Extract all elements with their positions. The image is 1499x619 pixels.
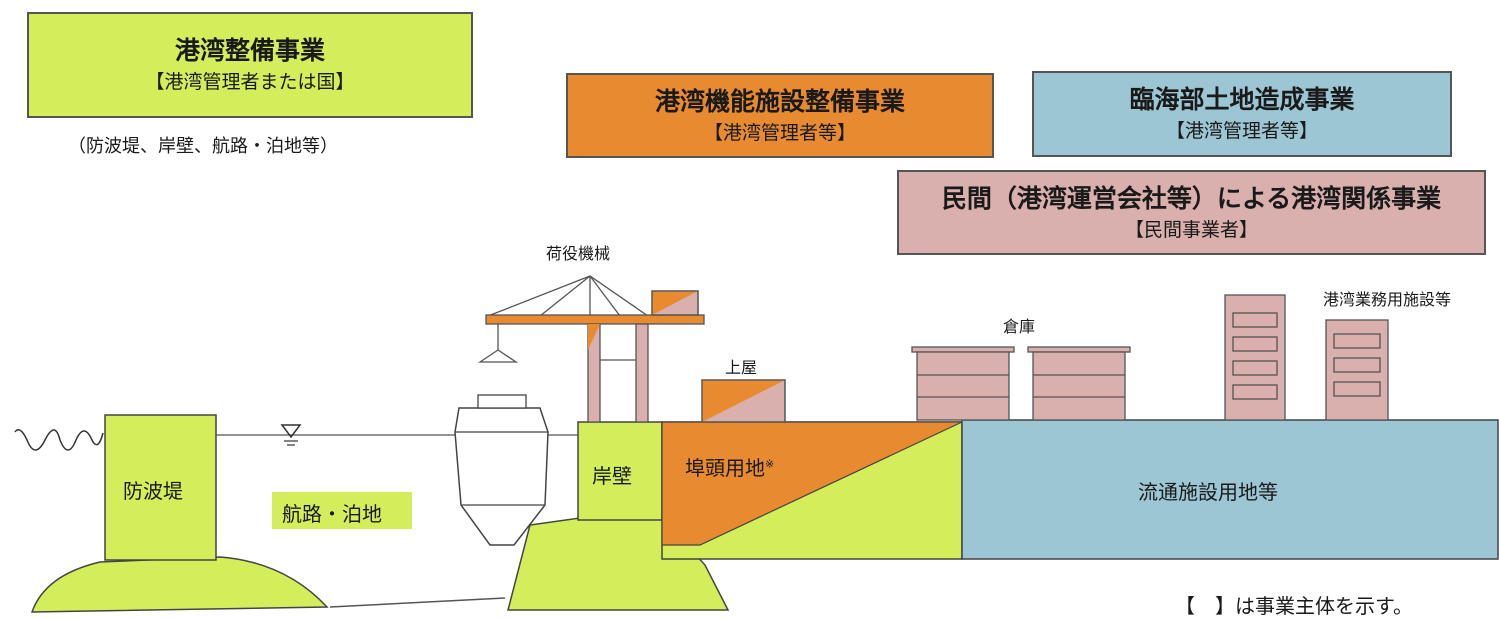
channel-label: 航路・泊地	[282, 502, 382, 526]
port-function-title: 港湾機能施設整備事業	[654, 86, 905, 116]
shed-label: 上屋	[725, 358, 758, 377]
breakwater-label: 防波堤	[123, 479, 183, 503]
seabed-line	[329, 597, 506, 608]
coastal-land-title: 臨海部土地造成事業	[1129, 85, 1355, 114]
wharf-land-label: 埠頭用地※	[685, 452, 774, 481]
port-function-box: 港湾機能施設整備事業 【港湾管理者等】	[566, 73, 994, 158]
port-development-box: 港湾整備事業 【港湾管理者または国】	[27, 12, 473, 118]
private-box: 民間（港湾運営会社等）による港湾関係事業 【民間事業者】	[897, 170, 1486, 255]
coastal-land-subtitle: 【港湾管理者等】	[1165, 120, 1318, 142]
port-office-tall	[1224, 294, 1286, 421]
distribution-land	[961, 419, 1499, 560]
ship-deck	[477, 394, 527, 409]
port-development-note: （防波堤、岸壁、航路・泊地等）	[68, 136, 338, 157]
legend-note: 【 】は事業主体を示す。	[1175, 594, 1413, 618]
port-development-title: 港湾整備事業	[174, 36, 325, 65]
channel-box	[272, 492, 412, 529]
warehouse-1	[911, 346, 1015, 421]
crane	[477, 275, 705, 423]
port-office-short	[1325, 319, 1389, 421]
cargo-machinery-label: 荷役機械	[546, 244, 611, 263]
private-subtitle: 【民間事業者】	[1124, 218, 1258, 241]
wave-icon	[14, 429, 104, 451]
quay-label: 岸壁	[592, 464, 632, 488]
breakwater-block	[104, 414, 217, 561]
wharf-land-mark: ※	[765, 457, 775, 471]
private-title: 民間（港湾運営会社等）による港湾関係事業	[941, 183, 1442, 213]
port-office-label: 港湾業務用施設等	[1323, 290, 1452, 309]
warehouse-2	[1027, 346, 1131, 421]
water-level-icon	[280, 424, 302, 439]
warehouse-label: 倉庫	[1003, 317, 1036, 336]
quay-block	[577, 421, 663, 521]
coastal-land-box: 臨海部土地造成事業 【港湾管理者等】	[1032, 71, 1452, 157]
port-function-subtitle: 【港湾管理者等】	[703, 121, 856, 144]
wharf-land-upper	[661, 421, 963, 546]
ship-hull	[454, 407, 549, 546]
breakwater-mound	[30, 556, 329, 613]
port-development-subtitle: 【港湾管理者または国】	[145, 71, 355, 93]
wharf-land-text: 埠頭用地	[685, 456, 765, 480]
distribution-label: 流通施設用地等	[1138, 480, 1278, 504]
